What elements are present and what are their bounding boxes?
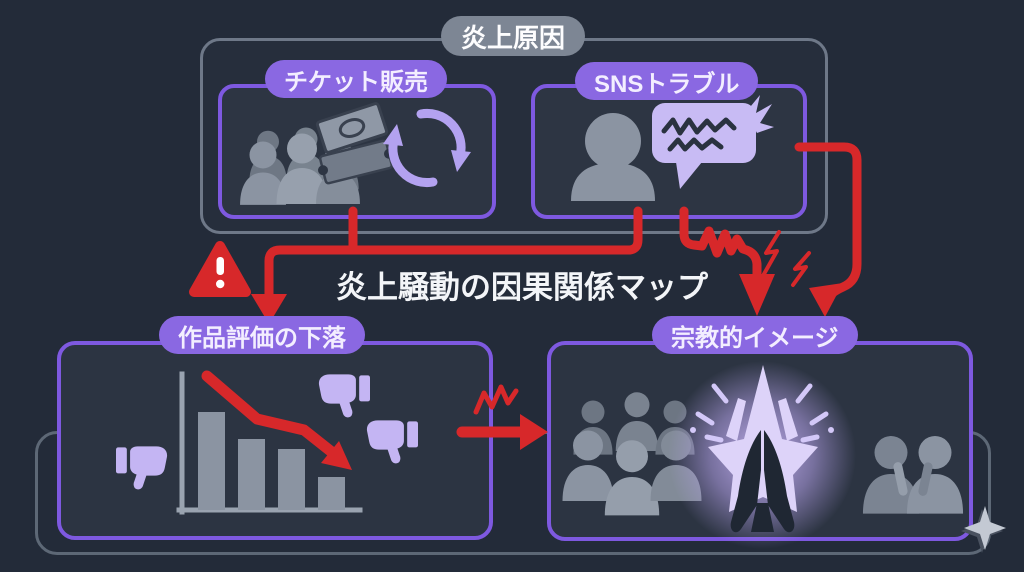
node-box-rating-drop [57,341,493,540]
node-label-sns-trouble: SNSトラブル [575,62,759,100]
node-label-rating-drop: 作品評価の下落 [159,316,365,354]
group-label-cause: 炎上原因 [441,16,586,56]
diagram-title: 炎上騒動の因果関係マップ [336,270,708,305]
node-label-religious-image: 宗教的イメージ [652,316,858,354]
arrowhead-right-to-religious [809,283,843,317]
node-box-religious-image [547,341,973,541]
lightning-icon [762,230,781,276]
node-label-ticket-sales: チケット販売 [265,60,447,98]
warning-icon [189,241,251,297]
node-box-sns-trouble [531,84,807,219]
node-box-ticket-sales [218,84,496,219]
arrowhead-zigzag-to-religious [739,274,775,316]
lightning-icon [791,251,811,287]
